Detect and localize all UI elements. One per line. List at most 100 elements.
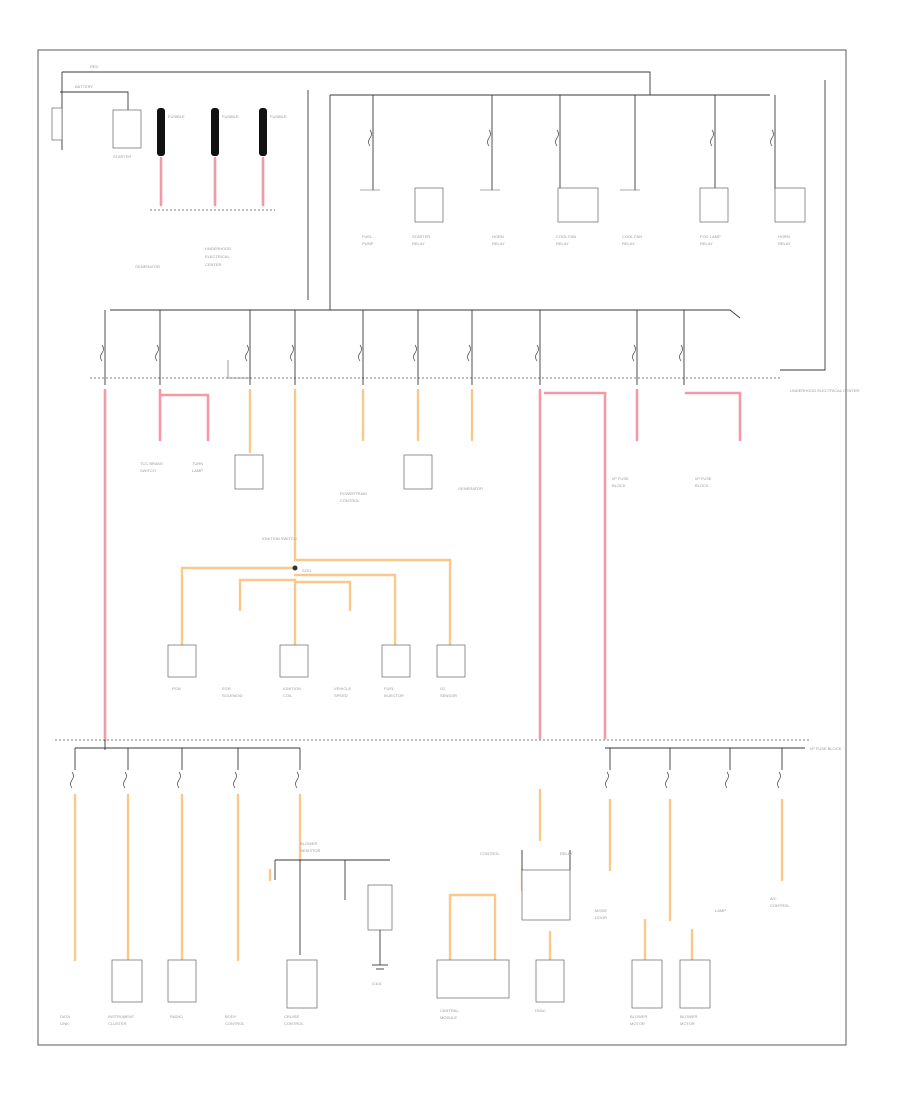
underhood-block-label: UNDERHOOD ELECTRICAL CENTER: [790, 388, 860, 393]
svg-text:LINK: LINK: [60, 1021, 69, 1026]
svg-text:MODULE: MODULE: [440, 1015, 457, 1020]
svg-text:VEHICLE: VEHICLE: [334, 686, 351, 691]
svg-text:CONTROL: CONTROL: [480, 851, 500, 856]
row-fuses: [100, 344, 683, 362]
underhood-fuse-row: UNDERHOOD ELECTRICAL CENTER: [90, 309, 860, 742]
generator-label: GENERATOR: [135, 264, 160, 269]
switch-box: [367, 884, 393, 931]
svg-text:SENSOR: SENSOR: [440, 693, 457, 698]
battery-fusible-link-area: RED BATTERY STARTER FUSIBLE FUSIBLE FUSI…: [51, 64, 651, 269]
component-box: [699, 187, 729, 223]
svg-text:RELAY: RELAY: [622, 241, 635, 246]
battery-symbol: [51, 107, 63, 141]
svg-text:IGNITION: IGNITION: [283, 686, 301, 691]
bottom-fuses: [70, 771, 781, 789]
svg-text:CONTROL: CONTROL: [225, 1021, 245, 1026]
svg-text:COIL: COIL: [283, 693, 293, 698]
svg-text:RELAY: RELAY: [492, 241, 505, 246]
svg-text:RELAY: RELAY: [560, 851, 573, 856]
svg-text:ELECTRICAL: ELECTRICAL: [205, 254, 230, 259]
svg-text:RELAY: RELAY: [556, 241, 569, 246]
svg-text:BLOCK: BLOCK: [695, 483, 709, 488]
svg-text:PCM: PCM: [172, 686, 181, 691]
svg-text:BLOWER: BLOWER: [300, 841, 317, 846]
svg-text:LAMP: LAMP: [192, 468, 203, 473]
svg-text:HVAC: HVAC: [535, 1008, 546, 1013]
svg-text:TCC BRAKE: TCC BRAKE: [140, 461, 163, 466]
component-box: [436, 959, 510, 999]
svg-text:CONTROL: CONTROL: [770, 903, 790, 908]
svg-text:FUEL: FUEL: [384, 686, 395, 691]
svg-text:COOL FAN: COOL FAN: [622, 234, 642, 239]
svg-text:A/C: A/C: [770, 896, 777, 901]
svg-text:O2: O2: [440, 686, 446, 691]
component-box: [436, 644, 466, 678]
component-box: [679, 959, 711, 1009]
svg-text:CRUISE: CRUISE: [284, 1014, 299, 1019]
svg-text:CONTROL: CONTROL: [340, 498, 360, 503]
svg-text:SOLENOID: SOLENOID: [222, 693, 243, 698]
svg-text:RELAY: RELAY: [700, 241, 713, 246]
svg-text:EGR: EGR: [222, 686, 231, 691]
svg-text:BLOWER: BLOWER: [680, 1014, 697, 1019]
svg-text:FUSIBLE: FUSIBLE: [270, 114, 287, 119]
svg-text:TURN: TURN: [192, 461, 203, 466]
starter-label: STARTER: [113, 154, 131, 159]
module-box: [521, 869, 571, 921]
fusible-link-1: FUSIBLE: [157, 108, 185, 207]
svg-text:CONTROL: CONTROL: [284, 1021, 304, 1026]
fusible-link-3: FUSIBLE: [259, 108, 287, 207]
svg-text:POWERTRAIN: POWERTRAIN: [340, 491, 367, 496]
svg-text:MOTOR: MOTOR: [630, 1021, 645, 1026]
svg-text:FUSIBLE: FUSIBLE: [222, 114, 239, 119]
svg-text:CENTRAL: CENTRAL: [440, 1008, 459, 1013]
component-box: [535, 959, 565, 1003]
component-box: [286, 959, 318, 1009]
svg-text:STARTER: STARTER: [412, 234, 430, 239]
ignition-switch-label: IGNITION SWITCH: [262, 536, 297, 541]
component-box: [631, 959, 663, 1009]
component-box: [414, 187, 444, 223]
svg-text:INJECTOR: INJECTOR: [384, 693, 404, 698]
ip-block-label: I/P FUSE BLOCK: [810, 746, 842, 751]
svg-text:BODY: BODY: [225, 1014, 237, 1019]
svg-text:RELAY: RELAY: [778, 241, 791, 246]
svg-text:INSTRUMENT: INSTRUMENT: [108, 1014, 135, 1019]
svg-text:I/P FUSE: I/P FUSE: [612, 476, 629, 481]
svg-text:FUSIBLE: FUSIBLE: [168, 114, 185, 119]
svg-text:DATA: DATA: [60, 1014, 70, 1019]
svg-text:CENTER: CENTER: [205, 262, 222, 267]
component-box: [234, 454, 264, 490]
component-box: [167, 959, 197, 1003]
diagram-frame: [37, 49, 847, 1046]
svg-text:DOOR: DOOR: [595, 915, 607, 920]
svg-text:FUEL: FUEL: [362, 234, 373, 239]
svg-text:COOL FAN: COOL FAN: [556, 234, 576, 239]
svg-text:UNDERHOOD: UNDERHOOD: [205, 246, 231, 251]
svg-text:PUMP: PUMP: [362, 241, 374, 246]
top-fuses: [368, 129, 774, 147]
component-box: [279, 644, 309, 678]
component-box: [111, 959, 143, 1003]
svg-text:SPEED: SPEED: [334, 693, 348, 698]
component-box: [403, 454, 433, 490]
svg-text:RELAY: RELAY: [412, 241, 425, 246]
svg-text:HORN: HORN: [778, 234, 790, 239]
svg-text:RADIO: RADIO: [170, 1014, 183, 1019]
component-box: [167, 644, 197, 678]
ground-label: G101: [372, 981, 383, 986]
svg-text:LAMP: LAMP: [715, 908, 726, 913]
fusible-link-2: FUSIBLE: [211, 108, 239, 207]
svg-text:MODE: MODE: [595, 908, 607, 913]
svg-text:I/P FUSE: I/P FUSE: [695, 476, 712, 481]
component-box: [557, 187, 599, 223]
ip-fuse-block-section: I/P FUSE BLOCK: [55, 739, 842, 1026]
svg-text:FOG LAMP: FOG LAMP: [700, 234, 721, 239]
svg-text:CLUSTER: CLUSTER: [108, 1021, 127, 1026]
svg-text:BLOWER: BLOWER: [630, 1014, 647, 1019]
component-box: [774, 187, 806, 223]
starter-box: [112, 109, 142, 149]
svg-text:SWITCH: SWITCH: [140, 468, 156, 473]
